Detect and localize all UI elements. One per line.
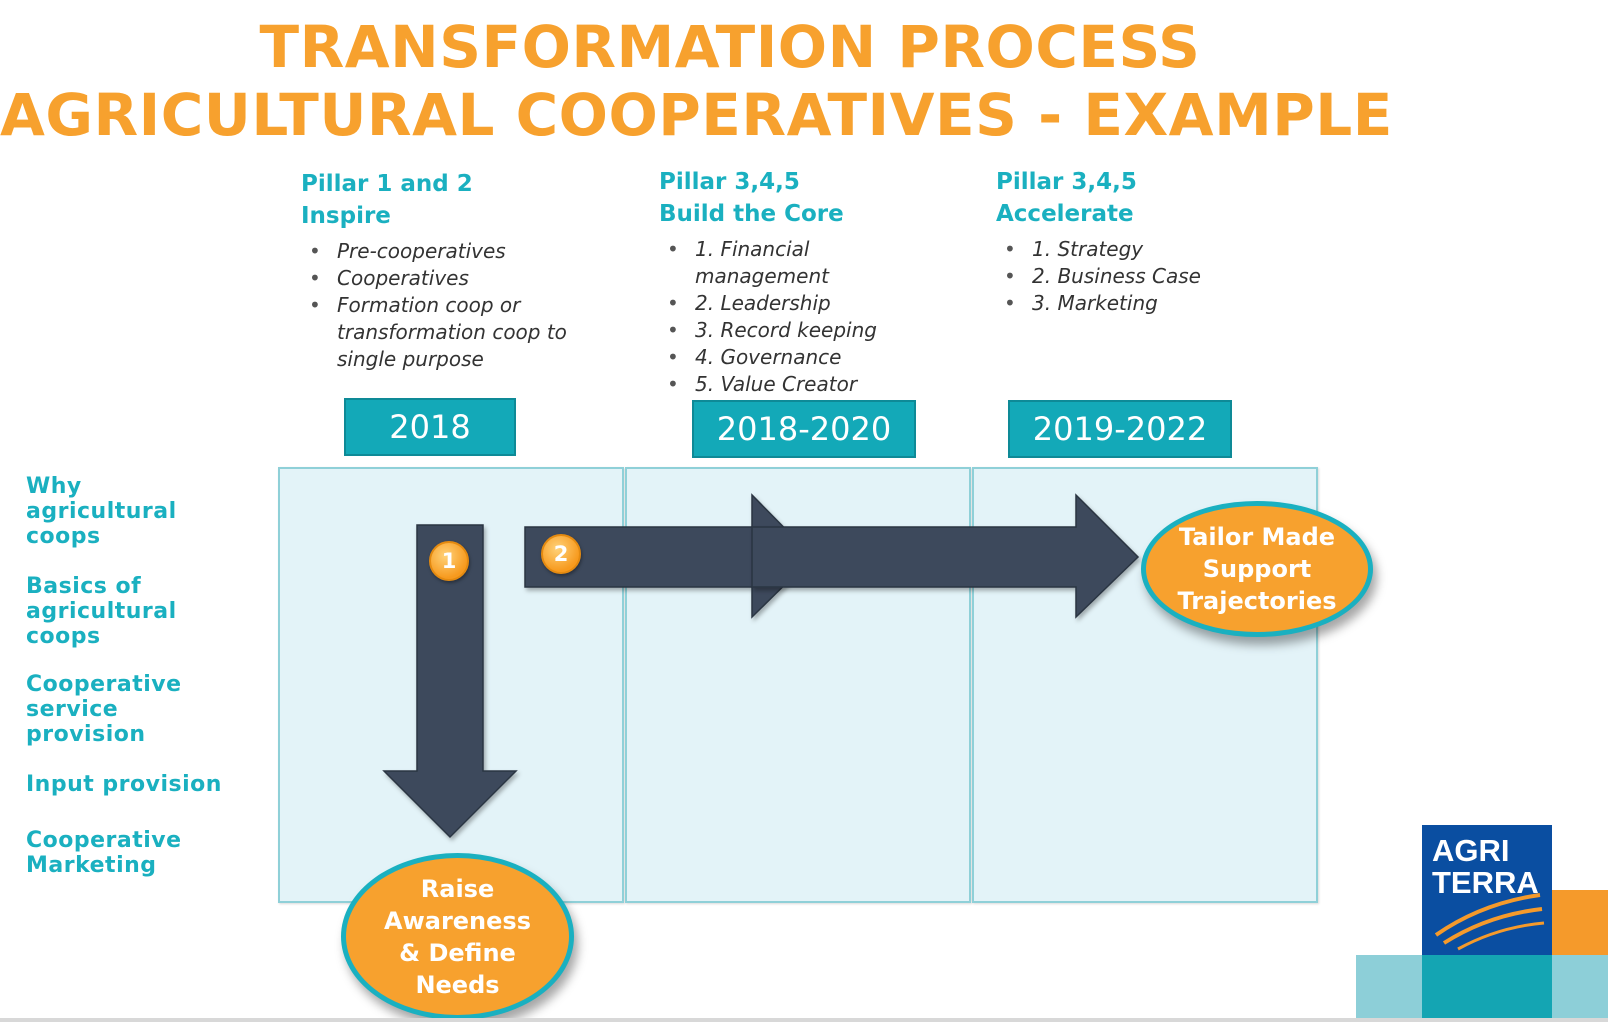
pillar-heading: Pillar 3,4,5	[659, 169, 800, 195]
right-arrow-long	[751, 493, 1140, 619]
pillar-subheading: Inspire	[301, 203, 391, 229]
bullet-item: Pre-cooperatives	[301, 238, 621, 265]
year-box-2019-2022: 2019-2022	[1008, 400, 1232, 458]
side-label-cooperative-service-provision: Cooperative service provision	[26, 672, 182, 747]
bullet-item: Formation coop or transformation coop to…	[301, 292, 621, 373]
outcome-raise-awareness: Raise Awareness & Define Needs	[341, 853, 574, 1020]
bullet-item: 3. Record keeping	[659, 317, 929, 344]
pillar-bullet-list: Pre-cooperatives Cooperatives Formation …	[301, 238, 621, 373]
step-badge-1: 1	[429, 541, 469, 581]
pillar-bullet-list: 1. Financial management 2. Leadership 3.…	[659, 236, 929, 398]
agriterra-logo: AGRI TERRA	[1356, 825, 1608, 1022]
side-label-input-provision: Input provision	[26, 772, 222, 797]
outcome-label: Raise Awareness & Define Needs	[384, 874, 531, 999]
down-arrow	[382, 524, 518, 839]
bullet-item: 1. Financial management	[659, 236, 870, 290]
pillar-heading: Pillar 1 and 2	[301, 171, 473, 197]
pillar-bullet-list: 1. Strategy 2. Business Case 3. Marketin…	[996, 236, 1256, 317]
logo-text-terra: TERRA	[1432, 865, 1539, 900]
outcome-label: Tailor Made Support Trajectories	[1177, 523, 1337, 615]
pillar-heading: Pillar 3,4,5	[996, 169, 1137, 195]
bullet-item: 1. Strategy	[996, 236, 1256, 263]
bullet-item: 3. Marketing	[996, 290, 1256, 317]
bullet-item: 2. Business Case	[996, 263, 1256, 290]
side-label-cooperative-marketing: Cooperative Marketing	[26, 828, 182, 878]
bullet-item: Cooperatives	[301, 265, 621, 292]
step-badge-2: 2	[541, 534, 581, 574]
title-line-1: TRANSFORMATION PROCESS	[259, 13, 1201, 81]
logo-mark: AGRI TERRA	[1422, 825, 1552, 955]
bullet-item: 5. Value Creator	[659, 371, 929, 398]
title-line-2: AGRICULTURAL COOPERATIVES - EXAMPLE	[0, 81, 1393, 149]
logo-text-agri: AGRI	[1432, 833, 1510, 868]
pillar-subheading: Accelerate	[996, 201, 1134, 227]
pillar-accelerate: Pillar 3,4,5 Accelerate 1. Strategy 2. B…	[996, 166, 1256, 317]
year-box-2018: 2018	[344, 398, 516, 456]
pillar-subheading: Build the Core	[659, 201, 844, 227]
bullet-item: 4. Governance	[659, 344, 929, 371]
logo-swoosh-icon	[1434, 893, 1545, 951]
year-box-2018-2020: 2018-2020	[692, 400, 916, 458]
outcome-tailor-made-support: Tailor Made Support Trajectories	[1141, 501, 1373, 637]
bottom-divider	[0, 1018, 1608, 1022]
side-label-why-agricultural-coops: Why agricultural coops	[26, 474, 177, 549]
side-label-basics-of-agricultural-coops: Basics of agricultural coops	[26, 574, 177, 649]
pillar-inspire: Pillar 1 and 2 Inspire Pre-cooperatives …	[301, 168, 621, 373]
pillar-build-the-core: Pillar 3,4,5 Build the Core 1. Financial…	[659, 166, 929, 398]
bullet-item: 2. Leadership	[659, 290, 929, 317]
